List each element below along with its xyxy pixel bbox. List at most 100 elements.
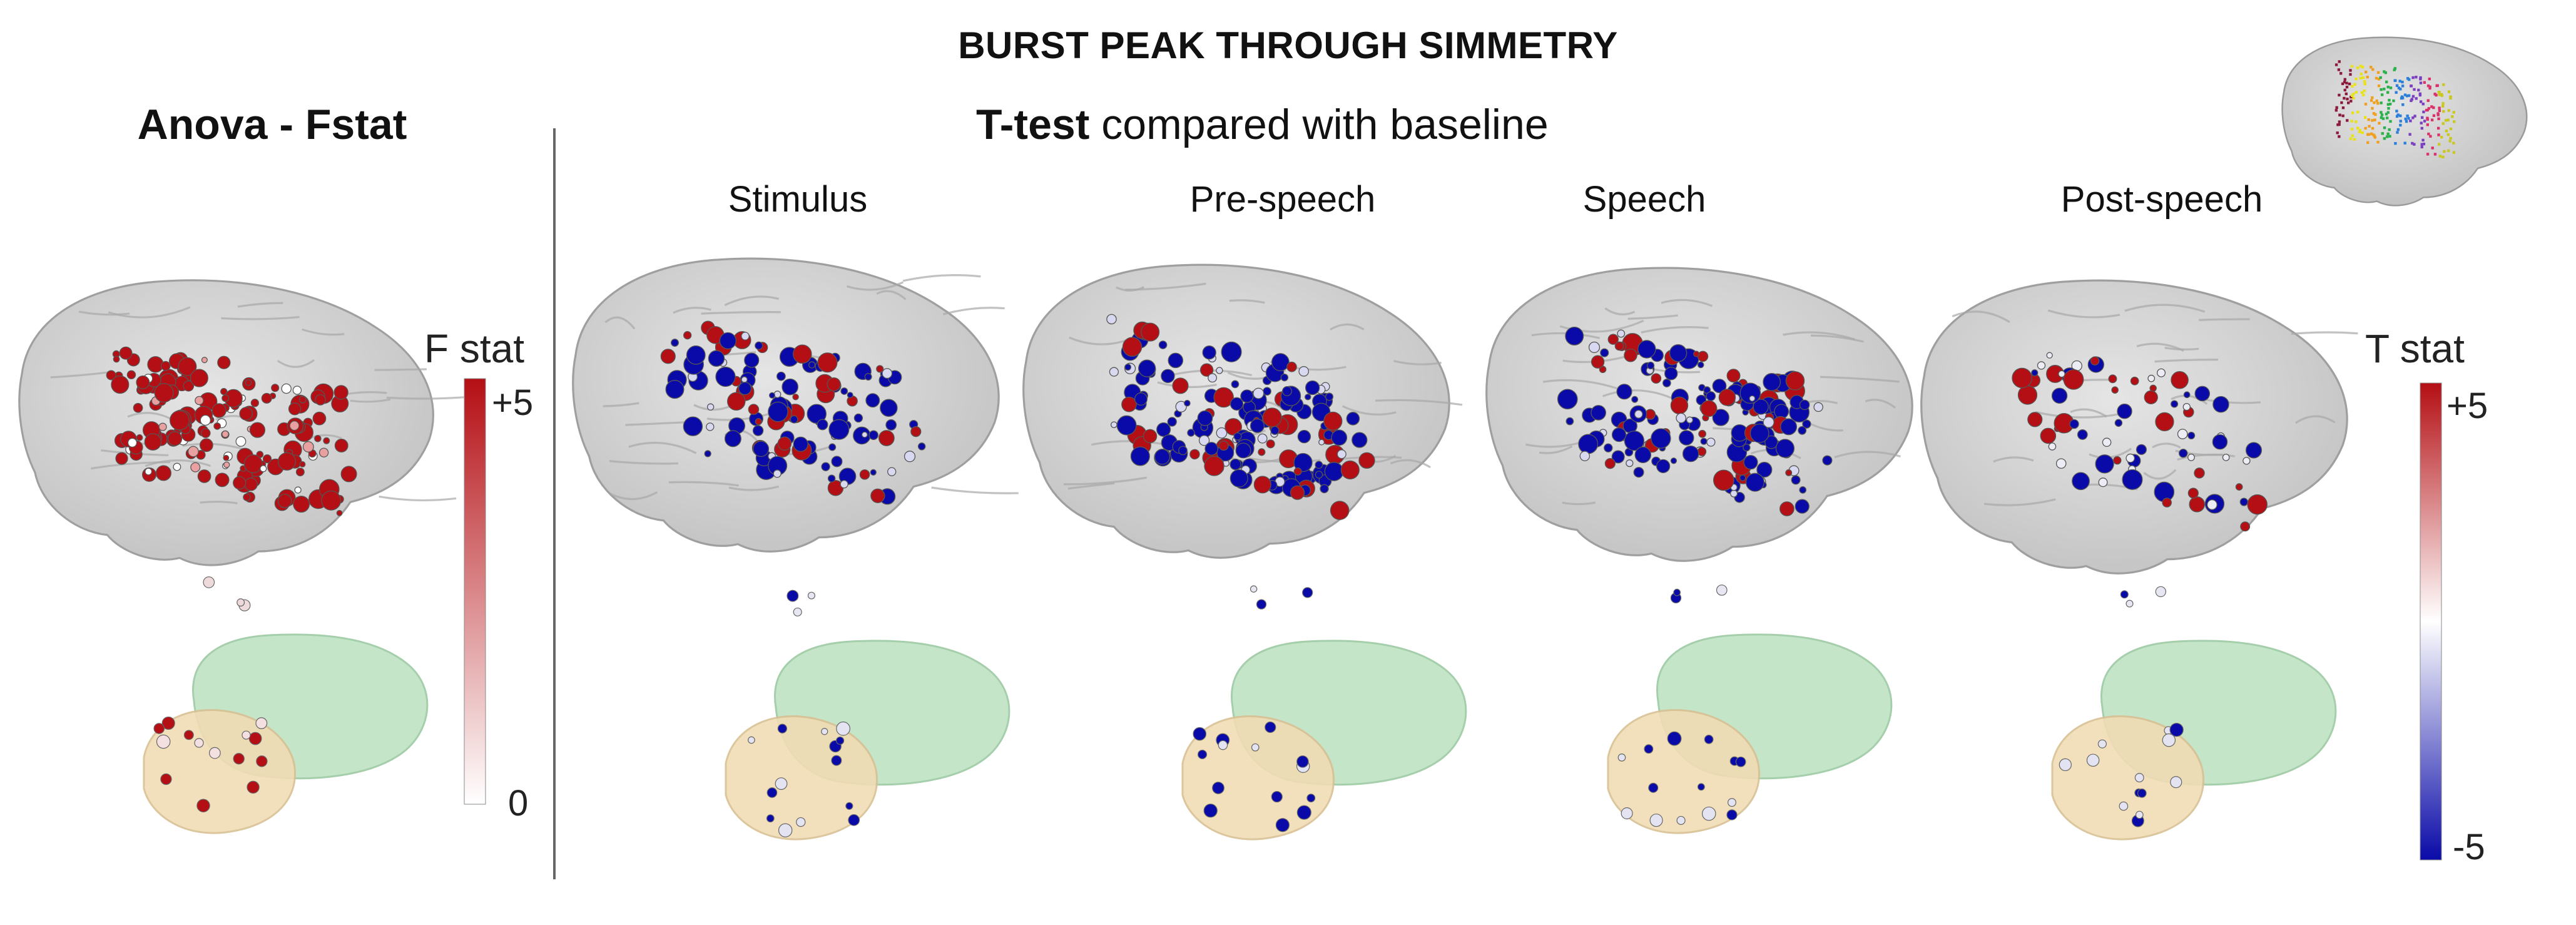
- electrode: [221, 394, 230, 402]
- electrode: [1712, 409, 1729, 426]
- electrode: [1763, 416, 1774, 428]
- electrode: [211, 403, 227, 418]
- electrode: [247, 780, 260, 794]
- electrode: [704, 450, 711, 457]
- electrode: [807, 591, 815, 600]
- electrode: [1293, 452, 1313, 473]
- electrode: [1631, 396, 1639, 403]
- electrode: [1764, 435, 1778, 449]
- electrode: [293, 496, 310, 513]
- electrode: [1673, 588, 1681, 596]
- electrode: [323, 437, 330, 444]
- electrode: [111, 375, 130, 394]
- electrode: [173, 462, 181, 471]
- electrode: [1290, 485, 1305, 500]
- subcortical-pre-speech: [1181, 585, 1467, 841]
- electrode: [1324, 462, 1344, 481]
- electrode: [683, 416, 703, 436]
- electrode: [1156, 422, 1171, 437]
- electrode: [1579, 451, 1591, 461]
- tstat-colorbar-label: T stat: [2365, 326, 2465, 371]
- electrode: [233, 476, 247, 490]
- electrode: [334, 439, 349, 452]
- electrode: [1296, 755, 1309, 768]
- electrode: [904, 451, 916, 462]
- ttest-title-rest: compared with baseline: [1089, 101, 1549, 148]
- electrode: [183, 730, 194, 740]
- electrode: [314, 435, 322, 442]
- electrode: [256, 755, 268, 767]
- electrode: [773, 391, 781, 399]
- electrode: [2125, 600, 2134, 608]
- electrode: [1565, 417, 1574, 426]
- electrode: [1203, 804, 1218, 818]
- electrode: [2097, 739, 2107, 749]
- electrode: [2102, 437, 2112, 447]
- electrode: [1712, 379, 1727, 394]
- electrode: [1189, 449, 1200, 460]
- electrode: [194, 738, 204, 748]
- electrode: [2098, 478, 2108, 488]
- electrode: [1739, 382, 1761, 404]
- electrode: [1621, 807, 1633, 820]
- brain-post-speech: [1920, 279, 2358, 575]
- electrode: [686, 345, 706, 365]
- electrode: [1637, 340, 1656, 359]
- electrode: [197, 469, 211, 483]
- electrode: [160, 360, 171, 371]
- electrode: [262, 454, 272, 464]
- electrode: [808, 361, 816, 369]
- electrode: [2027, 412, 2043, 427]
- electrode: [807, 404, 827, 424]
- electrode: [147, 356, 164, 373]
- electrode: [821, 728, 828, 735]
- electrode: [1154, 449, 1171, 465]
- electrode: [1158, 340, 1168, 349]
- electrode: [2058, 370, 2065, 378]
- electrode: [753, 441, 770, 457]
- electrode: [775, 777, 788, 790]
- fstat-min-tick: 0: [508, 783, 529, 824]
- electrode: [1253, 387, 1265, 399]
- electrode: [776, 371, 786, 381]
- condition-stimulus: Stimulus: [728, 179, 868, 220]
- electrode: [706, 403, 715, 411]
- electrode: [1557, 389, 1578, 410]
- electrode: [1697, 783, 1705, 791]
- electrode: [237, 598, 245, 607]
- electrode: [1168, 352, 1184, 369]
- electrode: [2155, 412, 2174, 432]
- electrode: [1753, 399, 1769, 415]
- ttest-title: T-test compared with baseline: [976, 100, 1549, 149]
- electrode: [188, 446, 199, 457]
- electrode: [715, 366, 736, 387]
- electrode: [719, 332, 736, 350]
- condition-speech: Speech: [1582, 179, 1706, 220]
- electrode: [1172, 377, 1189, 394]
- electrode: [1616, 384, 1632, 400]
- electrode: [1780, 418, 1798, 436]
- electrode: [1286, 361, 1297, 372]
- electrode: [793, 344, 812, 364]
- electrode: [1682, 445, 1699, 462]
- electrode: [239, 407, 253, 421]
- electrode: [244, 478, 258, 491]
- electrode: [250, 399, 259, 407]
- electrode: [738, 382, 752, 396]
- electrode: [318, 447, 329, 457]
- electrode: [1325, 392, 1334, 401]
- electrode: [2119, 801, 2129, 811]
- electrode: [1664, 367, 1678, 381]
- tstat-max-tick: +5: [2446, 386, 2488, 426]
- electrode: [1263, 387, 1271, 396]
- electrode: [196, 799, 210, 812]
- electrode: [2114, 419, 2123, 427]
- electrode: [1624, 348, 1637, 362]
- electrode: [1813, 402, 1823, 412]
- electrode: [136, 375, 150, 389]
- electrode: [1799, 399, 1810, 411]
- electrode: [1315, 471, 1323, 479]
- electrode: [1251, 743, 1260, 752]
- electrode: [2171, 400, 2179, 408]
- electrode: [882, 368, 893, 379]
